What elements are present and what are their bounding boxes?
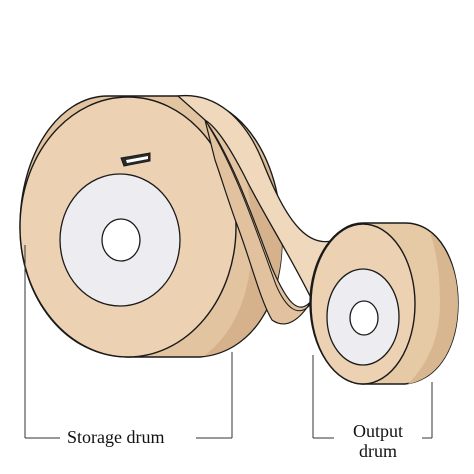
output-drum-label: Output drum (334, 421, 422, 461)
output-drum-label-line1: Output (352, 421, 403, 441)
storage-drum-label: Storage drum (64, 427, 168, 447)
output-drum-hole (349, 300, 379, 336)
storage-drum-tape-end-light (126, 156, 148, 163)
tape-ribbon-edge-line (207, 124, 311, 312)
output-drum (309, 222, 459, 385)
output-drum-label-line2: drum (359, 441, 397, 461)
storage-drum-hole (101, 218, 141, 262)
dimension-lines (24, 245, 433, 439)
output-drum-side-shade (408, 232, 458, 384)
